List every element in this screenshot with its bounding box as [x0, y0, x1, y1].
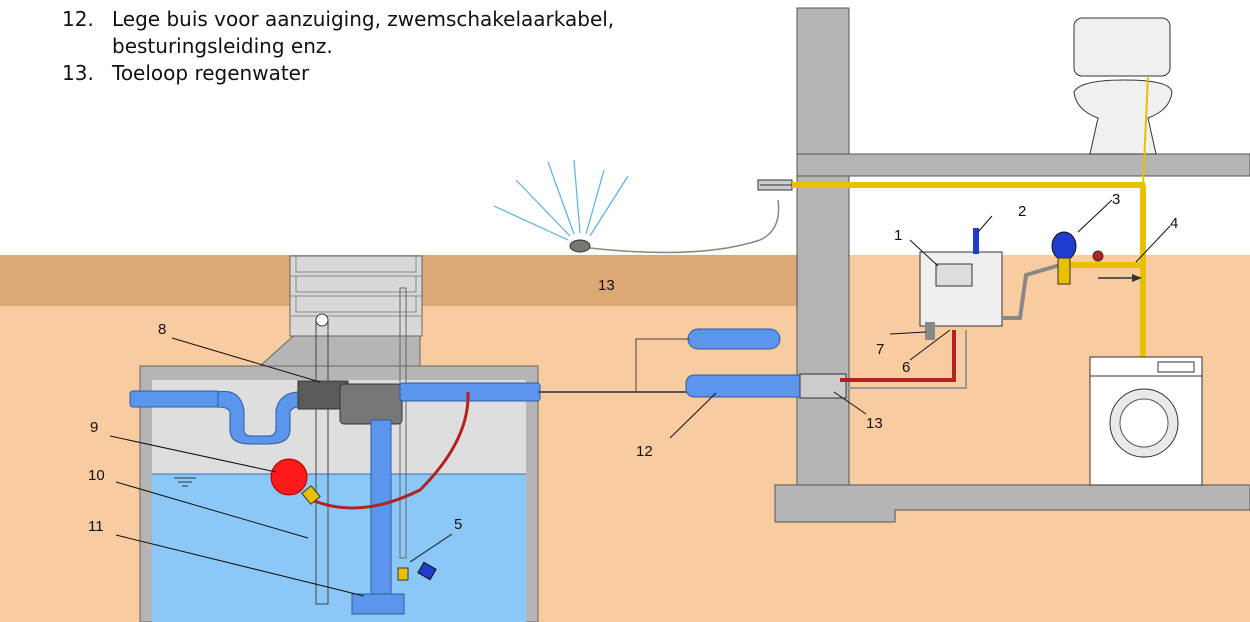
pressure-sensor: [973, 228, 979, 254]
house-interior-ground: [848, 255, 1250, 307]
overflow-pipe-left: [129, 390, 221, 408]
label-13-rainwater: 13: [598, 277, 615, 294]
label-6: 6: [902, 359, 910, 376]
suction-filter: [301, 485, 321, 505]
label-5: 5: [454, 516, 462, 533]
expansion-vessel: [1051, 231, 1077, 261]
toilet-supply: [1142, 75, 1149, 186]
pump-control-unit: [919, 251, 1003, 327]
floating-suction-hose: [311, 391, 470, 510]
pressure-hose: [1002, 263, 1061, 320]
control-panel: [935, 263, 973, 287]
water-level-symbol: [174, 477, 196, 487]
house-wall: [796, 7, 850, 489]
legend-item-13: 13. Toeloop regenwater: [62, 60, 672, 87]
legend: 12. Lege buis voor aanzuiging, zwemschak…: [62, 6, 672, 87]
float-switch: [417, 561, 437, 581]
label-8: 8: [158, 321, 166, 338]
suction-hose-house: [840, 330, 956, 382]
suction-float: [270, 458, 308, 496]
cistern-water: [152, 474, 526, 622]
label-10: 10: [88, 467, 105, 484]
toilet-cistern: [1073, 17, 1171, 77]
legend-number: 13.: [62, 61, 94, 85]
pressure-valve: [1057, 257, 1071, 285]
control-bracket: [925, 322, 935, 340]
label-4: 4: [1170, 215, 1178, 232]
sprinkler-spray: [493, 159, 629, 241]
filter-unit: [339, 383, 403, 425]
garden-sprinkler: [569, 239, 591, 253]
service-water-pipes: [792, 182, 1146, 370]
label-12: 12: [636, 443, 653, 460]
label-9: 9: [90, 419, 98, 436]
label-13-wall: 13: [866, 415, 883, 432]
wall-seal: [799, 373, 847, 399]
rainwater-inflow-pipe: [687, 328, 781, 350]
rainwater-connector: [635, 338, 690, 392]
inflow-pipe: [399, 382, 541, 402]
legend-number: 12.: [62, 7, 94, 31]
control-cable: [846, 330, 967, 389]
label-11: 11: [88, 518, 104, 535]
toilet-bowl: [1073, 79, 1173, 155]
label-3: 3: [1112, 191, 1120, 208]
garden-hose: [589, 199, 780, 254]
calming-inlet: [351, 593, 405, 615]
suction-pipe-top: [315, 313, 329, 327]
label-7: 7: [876, 341, 884, 358]
label-1: 1: [894, 227, 902, 244]
legend-text: Lege buis voor aanzuiging, zwemschakelaa…: [112, 7, 615, 58]
basement-floor: [774, 484, 1250, 523]
leader-lines: [109, 199, 1171, 597]
pressure-gauge: [1092, 250, 1104, 262]
label-2: 2: [1018, 203, 1026, 220]
float-switch-weight: [397, 567, 409, 581]
first-floor-slab: [796, 153, 1250, 177]
flow-arrow-head: [1132, 274, 1142, 282]
legend-item-12: 12. Lege buis voor aanzuiging, zwemschak…: [62, 6, 672, 60]
legend-text: Toeloop regenwater: [112, 61, 310, 85]
